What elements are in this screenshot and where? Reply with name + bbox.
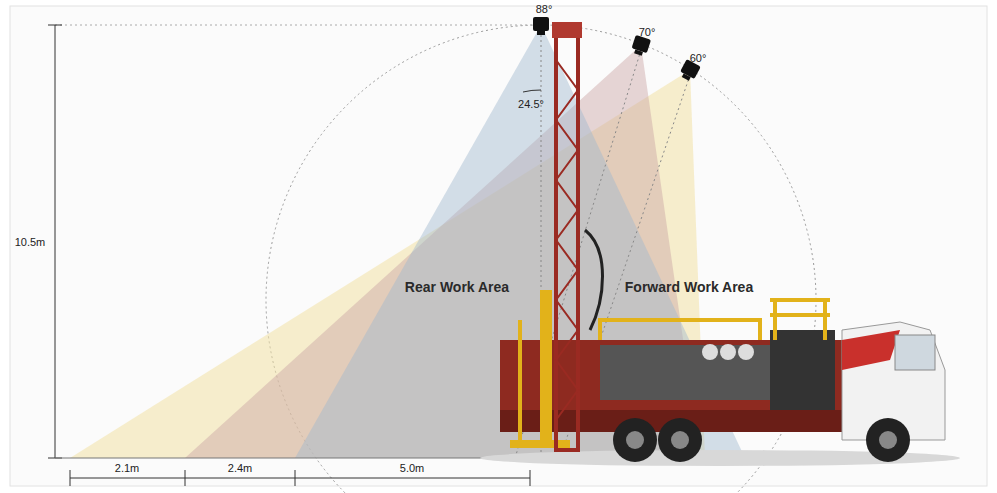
dimension-tick — [530, 470, 531, 486]
dimension-line — [55, 25, 56, 458]
dimension-tick — [70, 470, 71, 486]
dimension-label: 2.4m — [228, 462, 252, 474]
ground-line — [55, 458, 540, 459]
angle-label: 60° — [690, 52, 707, 64]
camera-icon — [630, 35, 651, 57]
dimension-line — [70, 478, 530, 479]
angle-label: 70° — [639, 26, 656, 38]
area-label: Rear Work Area — [405, 280, 509, 295]
frame — [10, 6, 987, 486]
angle-label: 24.5° — [518, 98, 544, 110]
height-guide — [55, 25, 536, 26]
dimension-tick — [185, 470, 186, 486]
dimension-label: 2.1m — [115, 462, 139, 474]
angle-label: 88° — [536, 3, 553, 15]
drill-mast — [540, 22, 603, 450]
dimension-tick — [295, 470, 296, 486]
dimension-label: 5.0m — [400, 462, 424, 474]
camera-icon — [533, 17, 549, 35]
dimension-label: 10.5m — [15, 236, 46, 248]
angle-arc — [523, 90, 541, 92]
dimension-tick — [48, 25, 62, 26]
area-label: Forward Work Area — [625, 280, 753, 295]
